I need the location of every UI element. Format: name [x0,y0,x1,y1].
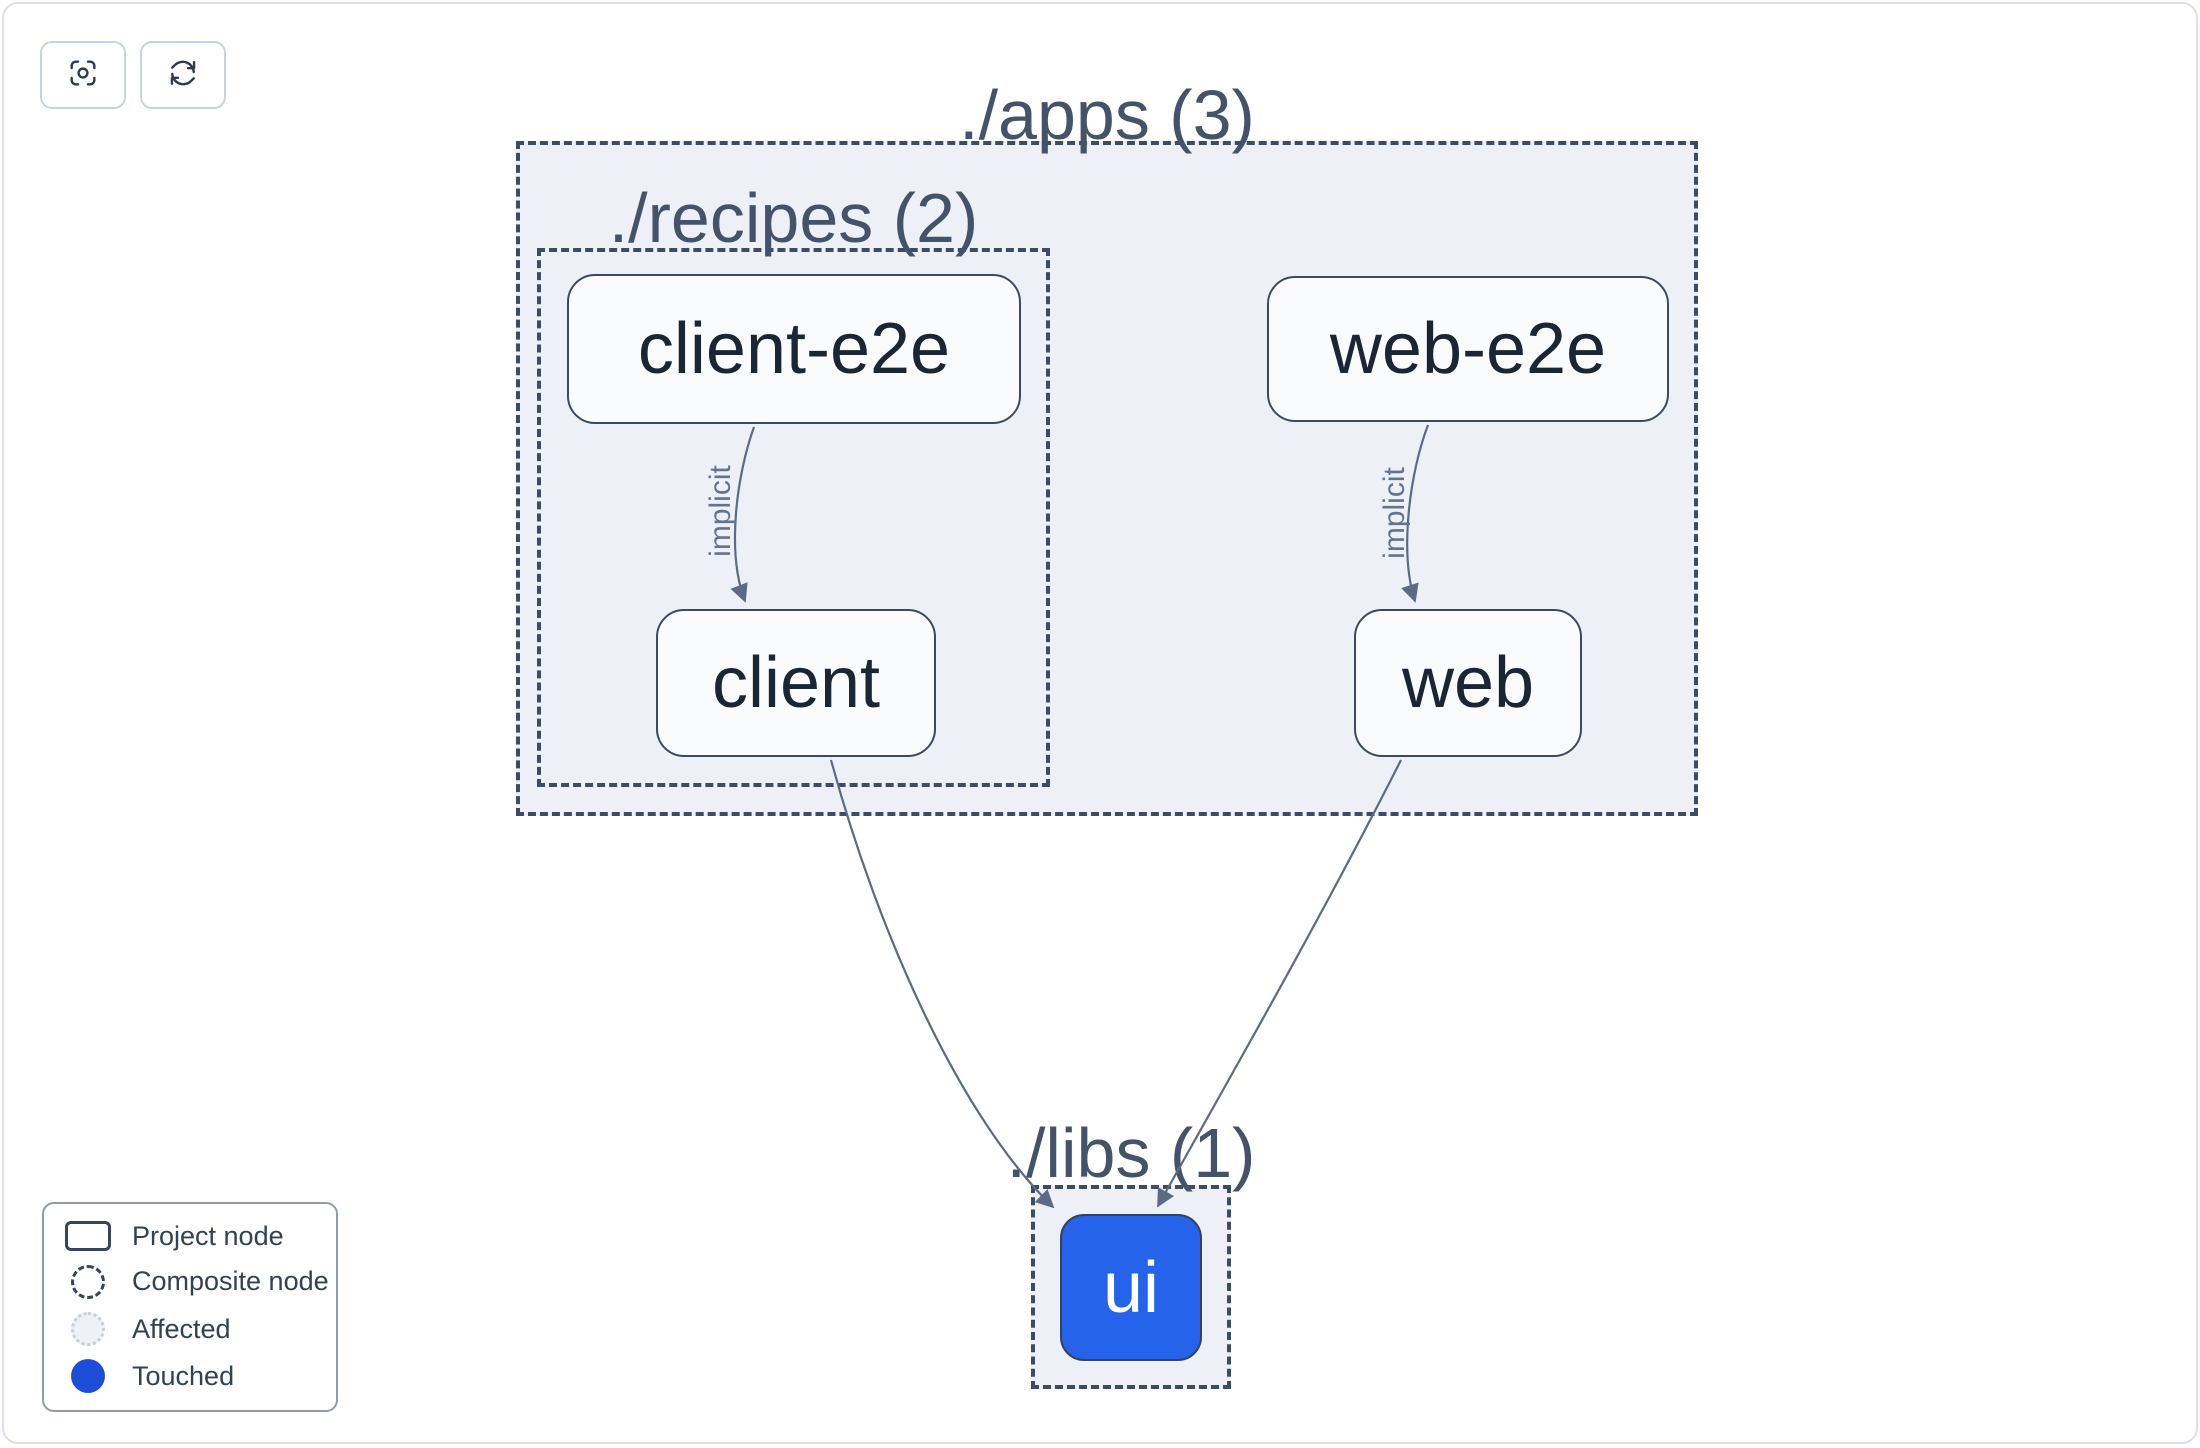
refresh-icon [166,56,200,95]
legend-label: Composite node [132,1266,329,1297]
project-node-swatch-icon [65,1221,111,1252]
center-graph-button[interactable] [40,41,126,109]
edge-label-implicit-client: implicit [704,465,737,557]
affected-swatch-icon [71,1312,105,1347]
focus-icon [66,56,100,95]
refresh-graph-button[interactable] [140,41,226,109]
edge-label-implicit-web: implicit [1378,467,1411,559]
legend: Project node Composite node Affected Tou… [42,1202,338,1412]
legend-item-touched: Touched [44,1359,336,1394]
group-label-apps: ./apps (3) [959,75,1255,154]
node-web[interactable]: web [1354,609,1582,757]
legend-label: Affected [132,1313,231,1344]
node-web-e2e[interactable]: web-e2e [1267,276,1669,422]
touched-swatch-icon [71,1359,105,1394]
group-label-libs: ./libs (1) [1006,1113,1256,1192]
legend-item-composite-node: Composite node [44,1264,336,1299]
legend-label: Project node [132,1220,284,1251]
legend-item-affected: Affected [44,1312,336,1347]
node-ui-touched[interactable]: ui [1060,1214,1202,1361]
legend-label: Touched [132,1360,235,1391]
group-label-recipes: ./recipes (2) [608,178,979,257]
node-client[interactable]: client [656,609,936,757]
legend-item-project-node: Project node [44,1221,336,1252]
composite-node-swatch-icon [71,1264,105,1299]
node-client-e2e[interactable]: client-e2e [567,274,1021,424]
